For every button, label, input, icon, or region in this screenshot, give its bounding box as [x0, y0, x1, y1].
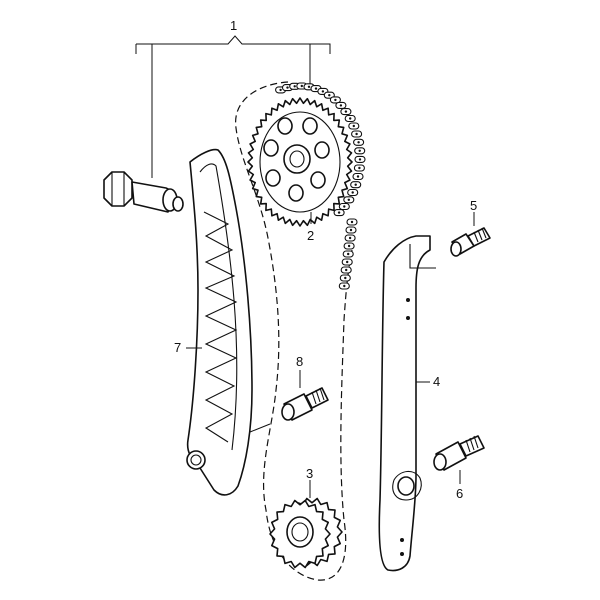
chain-pin — [358, 166, 361, 170]
chain-pin — [358, 158, 362, 161]
chain-pin — [334, 98, 337, 102]
chain-pin — [343, 205, 346, 208]
tensioner-rail-icon — [186, 148, 253, 496]
chain-pin — [328, 94, 331, 97]
chain-pin — [347, 252, 350, 256]
timing-chain-icon — [275, 82, 366, 290]
chain-pin — [348, 236, 352, 240]
chain-pin — [293, 85, 296, 88]
guide-pin-bolt-icon — [433, 435, 485, 471]
chain-pin — [349, 228, 353, 232]
chain-pin — [354, 183, 357, 186]
guide-pin-bolt-icon — [450, 227, 491, 257]
chain-pin — [347, 244, 351, 248]
assembly-bracket — [135, 35, 331, 178]
chain-pin — [352, 124, 355, 128]
callout-4: 4 — [433, 374, 440, 389]
chain-pin — [314, 87, 318, 90]
leader-lines — [186, 212, 475, 498]
chain-pin — [358, 149, 361, 152]
chain-pin — [307, 85, 311, 89]
chain-pin — [286, 86, 289, 89]
chain-pin — [279, 88, 282, 92]
chain-pin — [344, 276, 347, 280]
camshaft-sprocket-icon — [247, 97, 353, 227]
chain-pin — [339, 104, 343, 107]
callout-2: 2 — [307, 228, 314, 243]
callout-7: 7 — [174, 340, 181, 355]
chain-pin — [349, 117, 352, 120]
callout-1: 1 — [230, 18, 237, 33]
callout-3: 3 — [306, 466, 313, 481]
chain-path-outline — [235, 81, 353, 581]
crankshaft-sprocket-icon — [269, 497, 343, 569]
chain-pin — [345, 268, 348, 272]
chain-pin — [343, 284, 346, 288]
chain-pin — [351, 191, 354, 194]
chain-pin — [337, 211, 341, 214]
callout-6: 6 — [456, 486, 463, 501]
guide-pin-bolt-icon — [281, 387, 329, 421]
chain-pin — [346, 260, 349, 264]
chain-pin — [347, 198, 350, 201]
chain-guide-rail-icon — [378, 235, 436, 572]
callout-5: 5 — [470, 198, 477, 213]
callout-8: 8 — [296, 354, 303, 369]
chain-pin — [355, 132, 358, 136]
chain-pin — [344, 110, 348, 113]
chain-pin — [356, 175, 360, 178]
chain-pin — [350, 220, 354, 224]
chain-pin — [321, 90, 325, 93]
chain-pin — [357, 141, 360, 144]
chain-pin — [300, 84, 303, 88]
chain-tensioner-icon — [103, 171, 184, 213]
